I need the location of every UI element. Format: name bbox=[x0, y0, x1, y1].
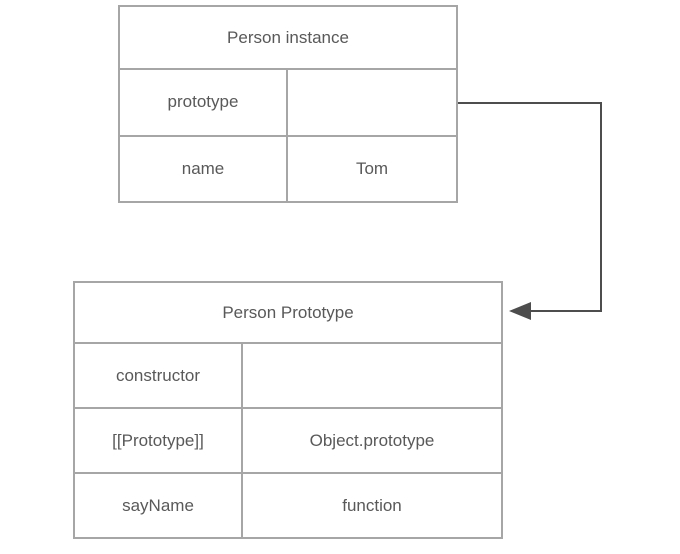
table-row: name Tom bbox=[120, 134, 456, 201]
prototype-proto-key-cell: [[Prototype]] bbox=[75, 409, 243, 472]
prototype-sayname-value-cell: function bbox=[342, 495, 402, 515]
table-row: [[Prototype]] Object.prototype bbox=[75, 407, 501, 472]
instance-name-value-cell: Tom bbox=[355, 158, 389, 178]
prototype-proto-value-cell: Object.prototype bbox=[309, 430, 435, 450]
table-row: prototype bbox=[120, 70, 456, 135]
table-row: constructor bbox=[75, 344, 501, 407]
table-row: sayName function bbox=[75, 472, 501, 537]
person-prototype-table: Person Prototype constructor [[Prototype… bbox=[73, 281, 503, 539]
instance-name-key-cell: name bbox=[120, 136, 288, 201]
person-instance-title: Person instance bbox=[120, 7, 456, 70]
instance-prototype-value-cell bbox=[288, 70, 456, 135]
person-prototype-title: Person Prototype bbox=[75, 283, 501, 344]
prototype-sayname-key-cell: sayName bbox=[75, 474, 243, 537]
prototype-constructor-key-cell: constructor bbox=[75, 344, 243, 407]
instance-prototype-key-cell: prototype bbox=[120, 70, 288, 135]
prototype-constructor-value-cell bbox=[243, 344, 501, 407]
person-instance-table: Person instance prototype name Tom bbox=[118, 5, 458, 203]
arrowhead-icon bbox=[509, 302, 531, 320]
